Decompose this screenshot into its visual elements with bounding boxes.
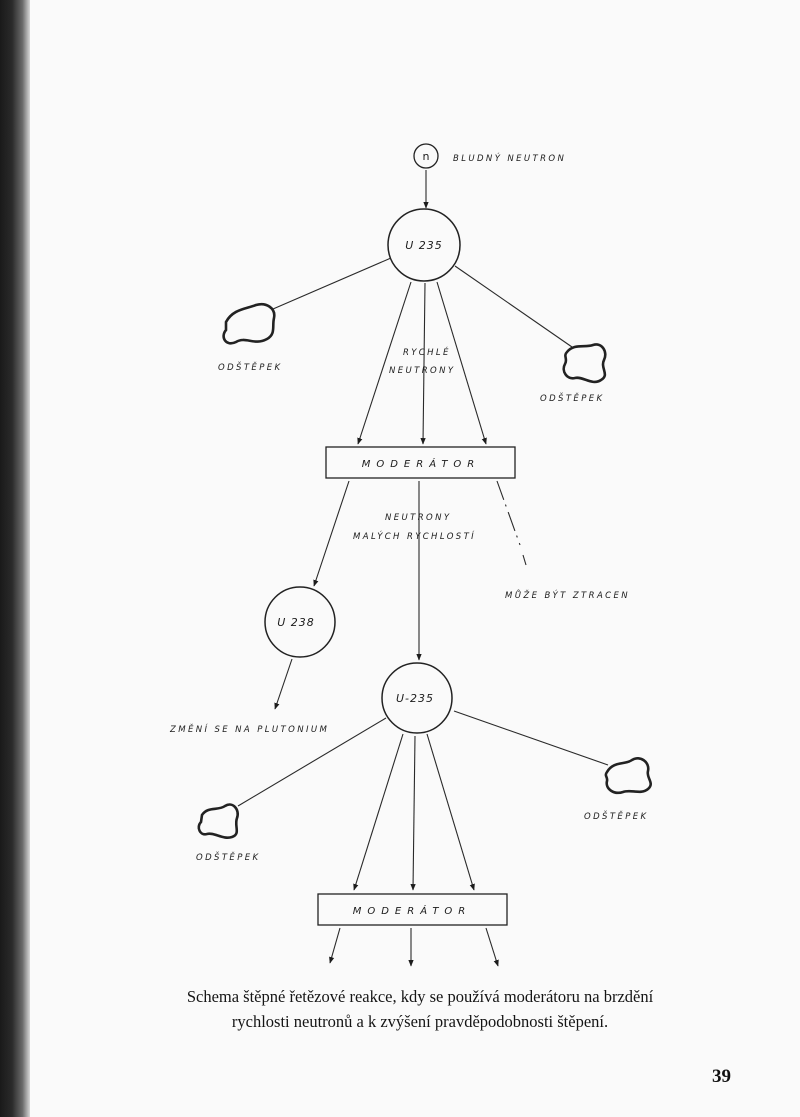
label-fragment-right-top: ODŠTĚPEK (540, 392, 604, 404)
arrow-fast-1 (357, 281, 412, 445)
moderator-box-bottom (317, 893, 508, 926)
label-u238: U 238 (277, 616, 315, 629)
label-moderator-top: MODERÁTOR (362, 457, 481, 470)
nucleus-u235-bottom (381, 662, 453, 734)
neutron-symbol: n (423, 150, 430, 163)
label-fragment-left-top: ODŠTĚPEK (218, 361, 282, 373)
chain-reaction-diagram: n BLUDNÝ NEUTRON U 235 ODŠTĚPEK ODŠTĚPEK… (169, 143, 652, 967)
label-changes-to-plutonium: ZMĚNÍ SE NA PLUTONIUM (169, 723, 329, 735)
caption-line-2: rychlosti neutronů a k zvýšení pravděpod… (231, 1012, 609, 1031)
label-fragment-left-bottom: ODŠTĚPEK (196, 851, 260, 863)
figure-caption: Schema štěpné řetězové reakce, kdy se po… (60, 984, 780, 1034)
lost-dash (522, 554, 527, 566)
moderator-box-top (325, 446, 516, 479)
label-moderator-bottom: MODERÁTOR (353, 904, 472, 917)
fragment-blob-right-top (562, 343, 607, 384)
arrow-fast-3 (436, 281, 487, 445)
label-may-be-lost: MŮŽE BÝT ZTRACEN (505, 589, 630, 601)
line-u235b-fragment-left (237, 717, 387, 807)
line-u235b-fragment-right (453, 710, 609, 766)
label-fast-neutrons-1: RYCHLÉ (403, 346, 451, 358)
arrow-out-1 (329, 927, 341, 964)
arrow-b-2 (410, 735, 416, 891)
label-stray-neutron: BLUDNÝ NEUTRON (453, 152, 566, 164)
arrow-u238-to-plutonium (274, 658, 293, 710)
arrow-b-1 (353, 733, 404, 891)
label-u235-top: U 235 (405, 239, 443, 252)
fragment-blob-right-bottom (604, 757, 652, 795)
neutron-circle (413, 143, 439, 169)
caption-line-1: Schema štěpné řetězové reakce, kdy se po… (186, 987, 654, 1006)
arrow-fast-2 (420, 282, 426, 445)
arrow-out-3 (485, 927, 499, 967)
label-u235-bottom: U-235 (396, 692, 434, 705)
fragment-blob-left-top (222, 302, 276, 345)
line-u235-fragment-left (272, 257, 392, 310)
page-number: 39 (712, 1066, 731, 1087)
nucleus-u238 (264, 586, 336, 658)
label-slow-neutrons-2: MALÝCH RYCHLOSTÍ (353, 530, 476, 542)
arrow-to-u238 (313, 480, 350, 587)
label-fast-neutrons-2: NEUTRONY (389, 366, 456, 376)
line-u235-fragment-right (454, 265, 573, 348)
nucleus-u235-top (387, 208, 461, 282)
label-slow-neutrons-1: NEUTRONY (385, 513, 452, 523)
label-fragment-right-bottom: ODŠTĚPEK (584, 810, 648, 822)
fragment-blob-left-bottom (197, 803, 239, 839)
book-spine-shadow (0, 0, 30, 1117)
arrow-b-3 (426, 733, 475, 891)
line-may-be-lost (496, 480, 521, 546)
